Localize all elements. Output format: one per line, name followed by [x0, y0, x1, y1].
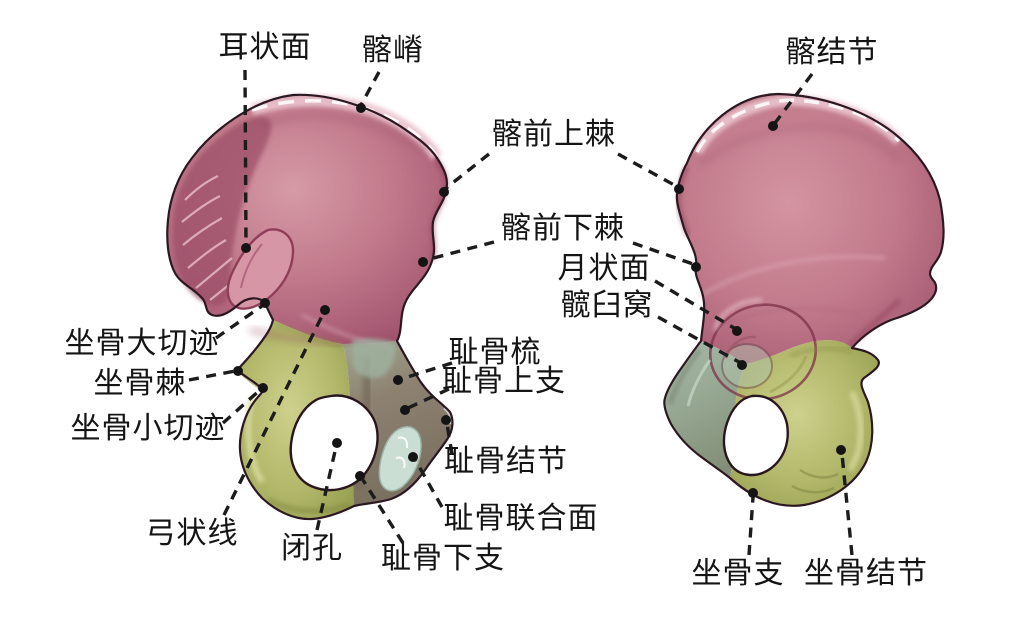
- dot-obturator-foramen: [332, 438, 342, 448]
- leader-line-symphysial-surface: [414, 460, 444, 508]
- leader-line-aiis-right: [632, 241, 694, 266]
- dot-ischial-spine: [233, 366, 243, 376]
- dot-greater-sciatic-notch: [260, 298, 270, 308]
- leader-lines: [188, 69, 854, 556]
- dot-pecten-pubis: [393, 375, 403, 385]
- label-iliac-crest: 髂嵴: [362, 34, 424, 67]
- dot-pubic-tubercle: [441, 415, 451, 425]
- dot-iliac-tubercle: [768, 121, 778, 131]
- label-acetabular-fossa: 髋臼窝: [560, 289, 654, 322]
- left-bone-outline: [166, 93, 454, 521]
- acetabulum-rim: [708, 303, 818, 401]
- dot-lesser-sciatic-notch: [258, 383, 268, 393]
- dot-asis-left: [439, 187, 449, 197]
- leader-line-asis-left: [443, 152, 491, 191]
- auricular-surface-shape: [226, 228, 295, 310]
- right-hip-bone-lateral-view: [663, 92, 945, 507]
- label-lesser-sciatic-notch: 坐骨小切迹: [70, 412, 226, 445]
- right-ilium-region: [676, 94, 944, 364]
- dot-ischial-ramus: [748, 488, 758, 498]
- dot-aiis-left: [418, 257, 428, 267]
- leader-line-arcuate-line: [222, 313, 325, 516]
- leader-line-lesser-sciatic-notch: [221, 388, 262, 425]
- leader-line-pubic-tubercle: [445, 423, 454, 455]
- label-inferior-pubic-ramus: 耻骨下支: [381, 542, 505, 575]
- dot-lunate-surface: [732, 326, 742, 336]
- leader-line-lunate-surface: [654, 279, 735, 330]
- label-auricular-surface: 耳状面: [218, 31, 312, 64]
- label-pubic-tubercle: 耻骨结节: [444, 445, 568, 478]
- left-hip-bone-medial-view: [166, 93, 454, 521]
- dot-symphysial-surface: [408, 452, 418, 462]
- leader-line-ischial-spine: [188, 369, 236, 382]
- dot-inferior-pubic-ramus: [355, 471, 365, 481]
- acetabular-fossa-shape: [721, 343, 773, 389]
- label-obturator-foramen: 闭孔: [281, 532, 343, 565]
- leader-line-aiis-left: [425, 240, 495, 262]
- dot-arcuate-line: [320, 305, 330, 315]
- label-arcuate-line: 弓状线: [145, 517, 239, 550]
- leader-line-asis-right: [617, 152, 677, 188]
- label-symphysial-surface: 耻骨联合面: [443, 502, 599, 535]
- label-anterior-inferior-iliac-spine: 髂前下棘: [501, 212, 625, 245]
- dot-ischial-tuberosity: [836, 445, 846, 455]
- label-greater-sciatic-notch: 坐骨大切迹: [64, 327, 220, 360]
- label-iliac-tubercle: 髂结节: [785, 36, 879, 69]
- label-ischial-tuberosity: 坐骨结节: [804, 557, 928, 590]
- label-ischial-ramus: 坐骨支: [691, 557, 785, 590]
- label-lunate-surface: 月状面: [557, 252, 651, 285]
- label-superior-pubic-ramus: 耻骨上支: [442, 365, 566, 398]
- leader-dots: [233, 103, 846, 498]
- dot-aiis-right: [691, 262, 701, 272]
- right-obturator-foramen: [722, 394, 789, 477]
- dot-superior-pubic-ramus: [400, 405, 410, 415]
- leader-line-greater-sciatic-notch: [215, 304, 263, 340]
- leader-line-iliac-crest: [359, 71, 381, 106]
- leader-line-acetabular-fossa: [657, 315, 740, 364]
- leader-line-inferior-pubic-ramus: [361, 479, 405, 544]
- leader-line-ischial-ramus: [747, 496, 755, 556]
- dot-acetabular-fossa: [737, 360, 747, 370]
- leader-line-auricular-surface: [243, 69, 248, 245]
- leader-line-obturator-foramen: [315, 446, 338, 531]
- label-anterior-superior-iliac-spine: 髂前上棘: [492, 118, 616, 151]
- label-ischial-spine: 坐骨棘: [93, 367, 187, 400]
- label-pecten-pubis: 耻骨梳: [448, 336, 542, 369]
- dot-auricular-surface: [241, 243, 251, 253]
- right-bone-details: [667, 94, 903, 494]
- dot-asis-right: [674, 184, 684, 194]
- leader-line-pecten-pubis: [400, 361, 453, 381]
- leader-line-superior-pubic-ramus: [407, 387, 450, 410]
- symphysial-surface-patch: [378, 426, 422, 492]
- dot-iliac-crest: [356, 103, 366, 113]
